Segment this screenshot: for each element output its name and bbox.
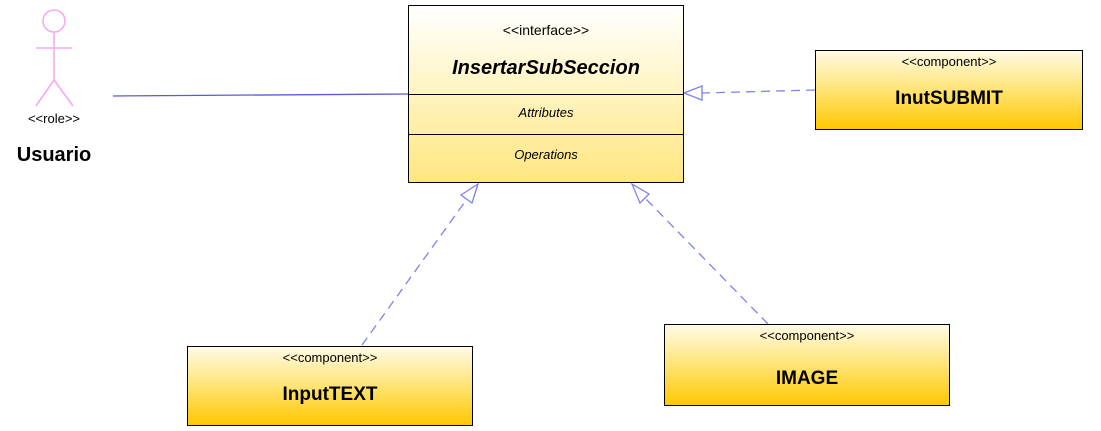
- interface-name: InsertarSubSeccion: [452, 57, 640, 79]
- operations-label: Operations: [514, 147, 578, 162]
- realization-arrowhead: [682, 85, 703, 101]
- actor-name[interactable]: Usuario: [16, 144, 92, 166]
- component-image[interactable]: <<component>> IMAGE: [664, 324, 950, 406]
- attributes-label: Attributes: [518, 105, 574, 120]
- actor-figure[interactable]: [35, 9, 74, 107]
- association-line[interactable]: [112, 93, 409, 97]
- realization-arrowhead: [459, 182, 480, 205]
- realization-arrowhead: [630, 182, 651, 205]
- interface-stereotype: <<interface>>: [502, 22, 590, 38]
- component-text[interactable]: <<component>> InputTEXT: [187, 346, 473, 426]
- component-submit[interactable]: <<component>> InutSUBMIT: [815, 50, 1083, 130]
- component-stereotype: <<component>>: [901, 54, 997, 69]
- attributes-compartment[interactable]: Attributes: [409, 94, 683, 135]
- actor-head: [42, 9, 66, 33]
- actor-left-leg: [35, 79, 55, 107]
- component-stereotype: <<component>>: [282, 350, 378, 365]
- component-stereotype: <<component>>: [759, 328, 855, 343]
- realization-text[interactable]: [361, 182, 480, 346]
- operations-compartment[interactable]: Operations: [409, 134, 683, 183]
- realization-image[interactable]: [630, 182, 769, 325]
- component-name: InputTEXT: [282, 384, 378, 405]
- actor-stereotype: <<role>>: [27, 111, 81, 126]
- realization-submit[interactable]: [682, 85, 816, 101]
- component-name: InutSUBMIT: [895, 88, 1003, 109]
- interface-box[interactable]: <<interface>> InsertarSubSeccion Attribu…: [408, 5, 684, 183]
- actor-right-leg: [53, 79, 74, 107]
- component-name: IMAGE: [775, 368, 839, 389]
